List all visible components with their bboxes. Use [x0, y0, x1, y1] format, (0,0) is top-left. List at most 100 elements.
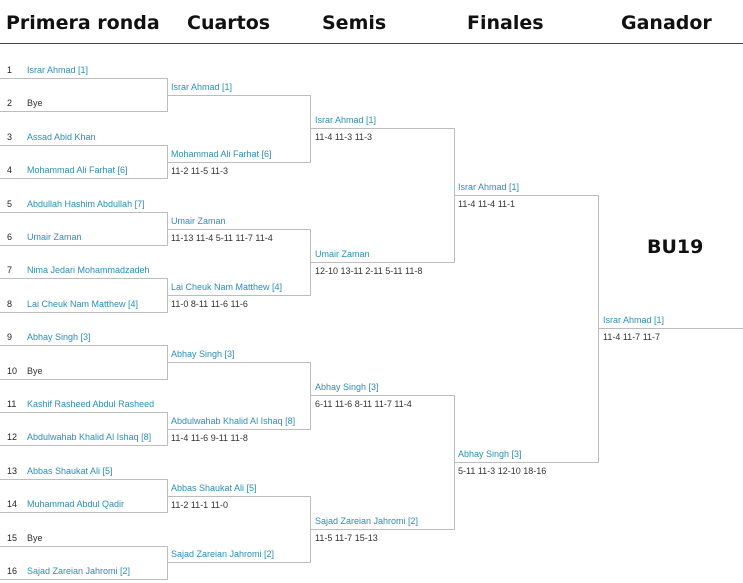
player-name[interactable]: Mohammad Ali Farhat [6]: [171, 148, 272, 159]
bracket-connector: [454, 128, 455, 263]
bracket-line: [0, 345, 167, 347]
match-score: 11-5 11-7 15-13: [315, 533, 378, 543]
player-name[interactable]: Assad Abid Khan: [27, 131, 96, 142]
header-divider: [0, 43, 743, 44]
player-name[interactable]: Israr Ahmad [1]: [171, 82, 233, 92]
bracket-connector: [167, 144, 168, 180]
player-name[interactable]: Muhammad Abdul Qadir: [27, 499, 125, 510]
bracket-line: [0, 512, 167, 514]
player-name[interactable]: Sajad Zareian Jahromi [2]: [171, 549, 275, 559]
bracket-line: [167, 495, 310, 497]
player-name[interactable]: Mohammad Ali Farhat [6]: [27, 165, 128, 176]
player-name[interactable]: Israr Ahmad [1]: [603, 315, 665, 325]
player-name[interactable]: Abdullah Hashim Abdullah [7]: [27, 198, 145, 209]
player-name[interactable]: Umair Zaman: [27, 232, 82, 242]
match-score: 5-11 11-3 12-10 18-16: [458, 466, 547, 476]
bracket-connector: [310, 95, 311, 163]
seed-number: 8: [7, 298, 13, 309]
bracket-connector: [167, 545, 168, 580]
bracket-line: [0, 278, 167, 280]
bracket-connector: [167, 345, 168, 380]
round-header: Ganador: [621, 12, 712, 34]
seed-number: 9: [7, 332, 13, 343]
player-name[interactable]: Abdulwahab Khalid Al Ishaq [8]: [171, 415, 296, 426]
match-score: 11-4 11-6 9-11 11-8: [171, 432, 248, 443]
bracket-line: [598, 328, 743, 329]
match-score: 11-13 11-4 5-11 11-7 11-4: [171, 232, 273, 243]
bracket-line: [167, 362, 310, 363]
player-name[interactable]: Israr Ahmad [1]: [315, 115, 377, 125]
match-score: 6-11 11-6 8-11 11-7 11-4: [315, 399, 412, 409]
bracket-line: [454, 462, 598, 463]
bye-label: Bye: [27, 365, 43, 376]
seed-number: 5: [7, 198, 13, 209]
bracket-line: [167, 428, 310, 430]
bracket-connector: [167, 278, 168, 313]
bracket-line: [0, 579, 167, 580]
bracket-line: [167, 228, 310, 230]
player-name[interactable]: Umair Zaman: [171, 215, 226, 226]
bracket-line: [310, 529, 454, 530]
player-name[interactable]: Abhay Singh [3]: [315, 382, 379, 392]
bracket-connector: [167, 78, 168, 113]
bracket-line: [0, 245, 167, 246]
round-header: Cuartos: [187, 12, 271, 34]
bracket-line: [0, 78, 167, 79]
player-name[interactable]: Israr Ahmad [1]: [27, 65, 89, 75]
player-name[interactable]: Israr Ahmad [1]: [458, 182, 520, 192]
match-score: 12-10 13-11 2-11 5-11 11-8: [315, 266, 423, 276]
round-header: Primera ronda: [6, 12, 160, 34]
bracket-line: [0, 111, 167, 113]
player-name[interactable]: Lai Cheuk Nam Matthew [4]: [171, 282, 283, 292]
player-name[interactable]: Abdulwahab Khalid Al Ishaq [8]: [27, 432, 152, 443]
bye-label: Bye: [27, 532, 43, 543]
bracket-line: [310, 395, 454, 396]
seed-number: 1: [7, 65, 13, 75]
bracket-connector: [310, 495, 311, 563]
player-name[interactable]: Abhay Singh [3]: [27, 332, 91, 343]
player-name[interactable]: Abhay Singh [3]: [458, 449, 522, 459]
seed-number: 15: [7, 532, 18, 543]
seed-number: 16: [7, 566, 18, 576]
seed-number: 11: [7, 399, 17, 409]
bracket-connector: [310, 228, 311, 296]
bracket-connector: [598, 195, 599, 463]
match-score: 11-4 11-4 11-1: [458, 199, 516, 209]
bracket-line: [0, 178, 167, 180]
match-score: 11-4 11-7 11-7: [603, 332, 661, 342]
player-name[interactable]: Abbas Shaukat Ali [5]: [27, 465, 113, 476]
seed-number: 3: [7, 131, 13, 142]
player-name[interactable]: Lai Cheuk Nam Matthew [4]: [27, 298, 139, 309]
bracket-line: [0, 211, 167, 213]
bracket-connector: [454, 395, 455, 530]
player-name[interactable]: Sajad Zareian Jahromi [2]: [315, 516, 419, 526]
round-header: Semis: [322, 12, 387, 34]
bracket-line: [0, 545, 167, 547]
seed-number: 13: [7, 465, 18, 476]
player-name[interactable]: Umair Zaman: [315, 249, 370, 259]
seed-number: 14: [7, 499, 18, 510]
match-score: 11-2 11-5 11-3: [171, 165, 229, 176]
bracket-line: [0, 311, 167, 313]
bye-label: Bye: [27, 98, 43, 109]
player-name[interactable]: Sajad Zareian Jahromi [2]: [27, 566, 131, 576]
seed-number: 6: [7, 232, 13, 242]
player-name[interactable]: Kashif Rasheed Abdul Rasheed: [27, 399, 155, 409]
seed-number: 12: [7, 432, 18, 443]
player-name[interactable]: Abbas Shaukat Ali [5]: [171, 482, 257, 493]
match-score: 11-0 8-11 11-6 11-6: [171, 299, 248, 309]
bracket-connector: [167, 412, 168, 447]
seed-number: 7: [7, 265, 13, 276]
bracket-line: [0, 478, 167, 480]
player-name[interactable]: Nima Jedari Mohammadzadeh: [27, 265, 150, 276]
bracket-connector: [167, 211, 168, 246]
seed-number: 10: [7, 365, 18, 376]
bracket-line: [0, 445, 167, 447]
bracket-line: [167, 95, 310, 96]
bracket-line: [167, 562, 310, 563]
seed-number: 4: [7, 165, 13, 176]
player-name[interactable]: Abhay Singh [3]: [171, 349, 235, 359]
bracket-line: [167, 161, 310, 163]
seed-number: 2: [7, 98, 13, 109]
match-score: 11-4 11-3 11-3: [315, 132, 373, 142]
